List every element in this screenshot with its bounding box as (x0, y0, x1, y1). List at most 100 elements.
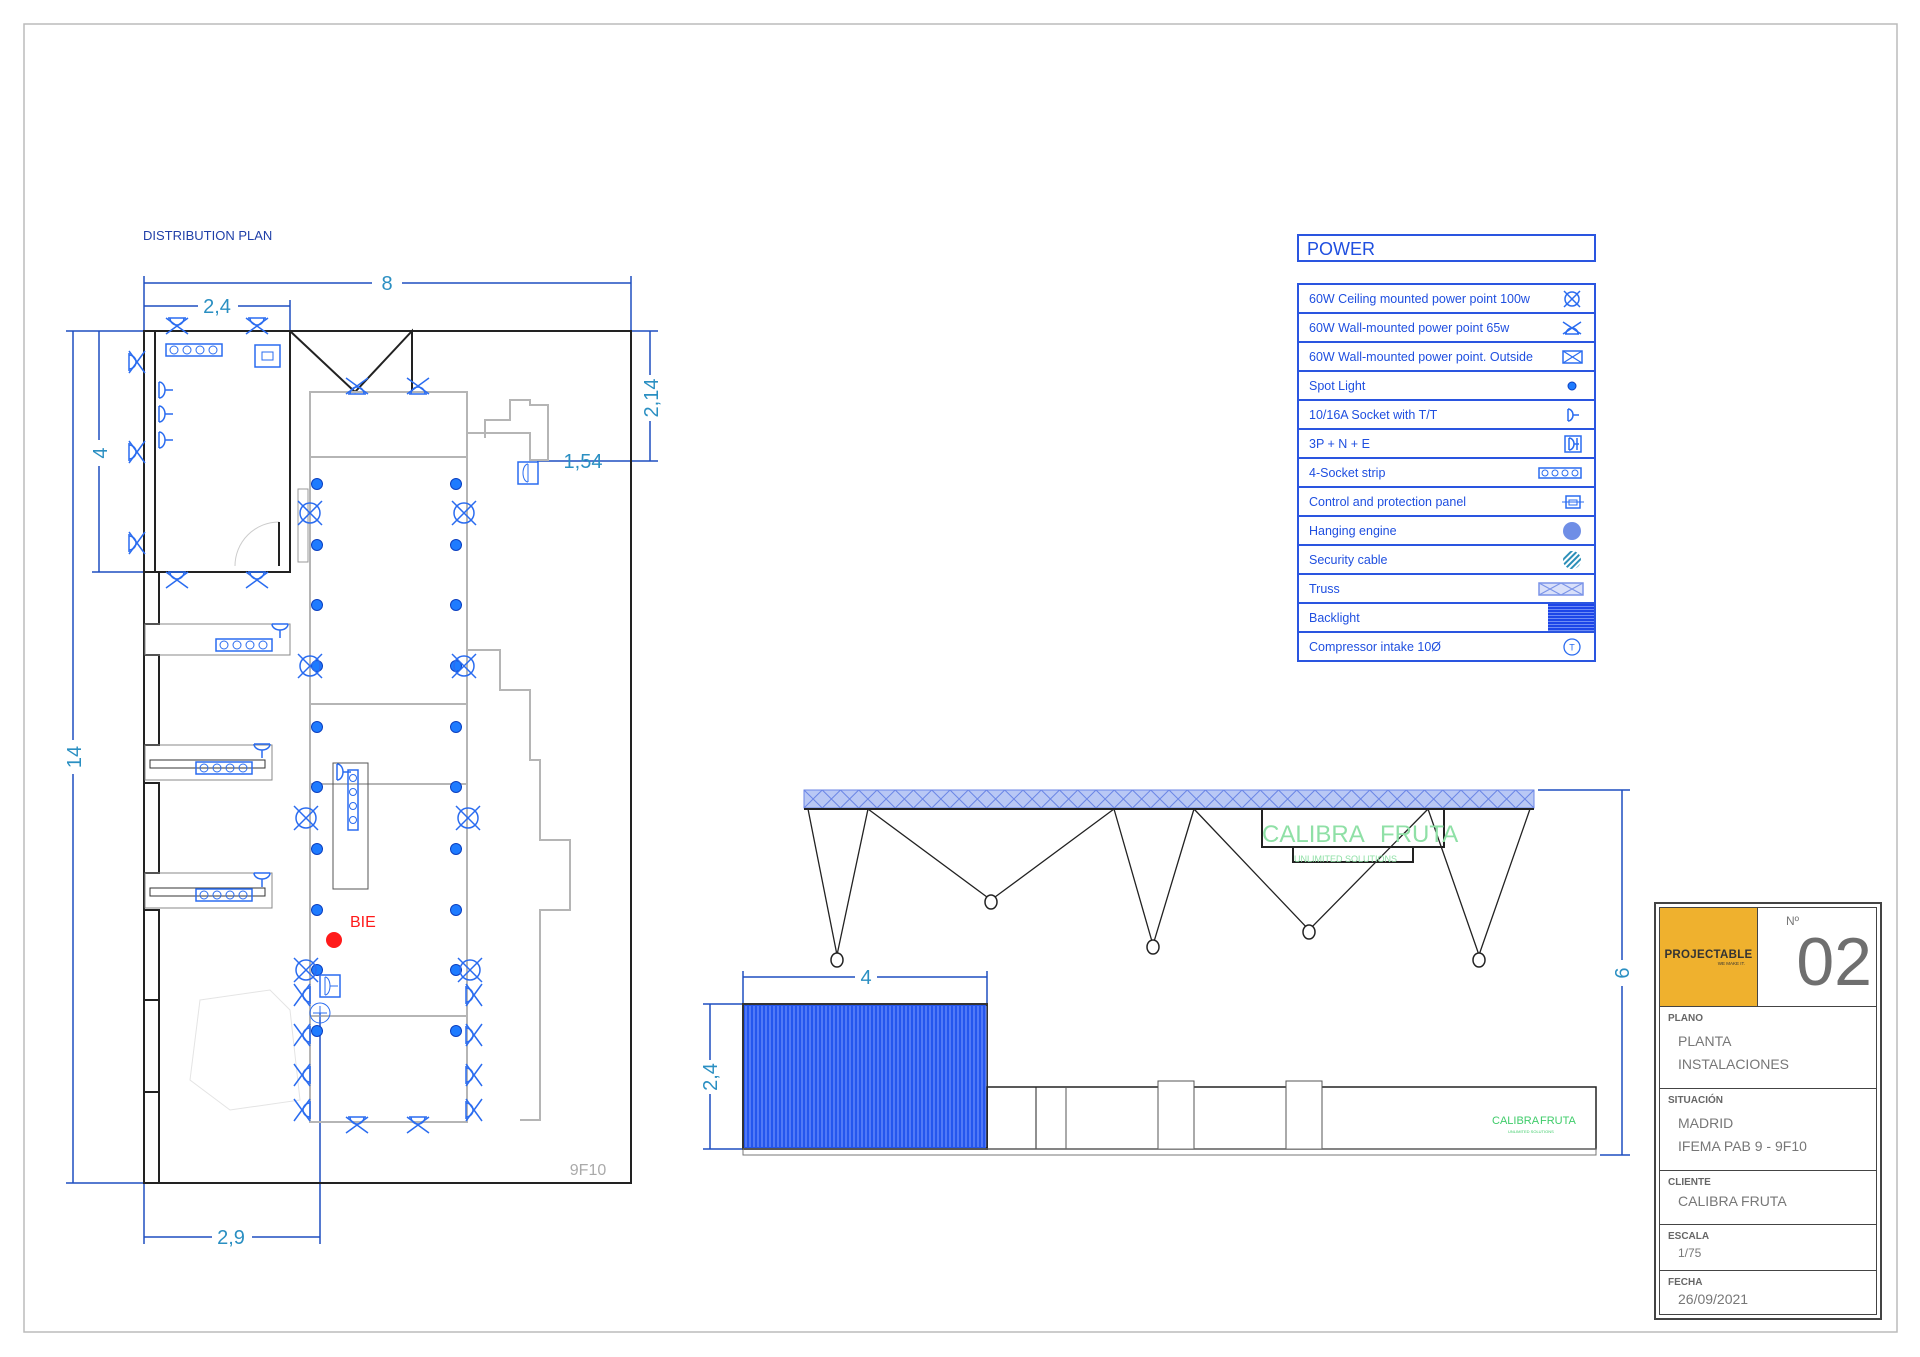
power-legend: POWER 60W Ceiling mounted power point 10… (1297, 234, 1596, 662)
legend-label: Control and protection panel (1309, 494, 1467, 509)
legend-title: POWER (1297, 234, 1596, 262)
company-logo: PROJECTABLE WE MAKE IT. (1660, 908, 1758, 1006)
truss-segment (1223, 789, 1243, 809)
compressor-intake-icon: T (1563, 637, 1581, 656)
title-block: PROJECTABLE WE MAKE IT. Nº 02 PLANO PLAN… (1654, 902, 1882, 1320)
dim-backlight-height: 2,4 (700, 1063, 722, 1091)
security-cable-icon (1563, 550, 1581, 569)
truss-segment (821, 789, 841, 809)
ceiling-power-point-icon (451, 653, 477, 679)
ceiling-power-point-icon (293, 805, 319, 831)
escala-value: 1/75 (1678, 1246, 1702, 1260)
lamp-icon (984, 894, 998, 910)
counter-logo-right: FRUTA (1540, 1115, 1577, 1127)
wall-power-point-icon (293, 983, 311, 1007)
number-label: Nº (1786, 914, 1800, 928)
spot-light-icon (311, 478, 323, 490)
hanging-lamps (830, 894, 1486, 968)
legend-table: 60W Ceiling mounted power point 100w 60W … (1297, 283, 1596, 662)
socket-icon (158, 381, 173, 399)
situacion-label: SITUACIÓN (1668, 1095, 1723, 1106)
escala-section: ESCALA 1/75 (1660, 1225, 1876, 1271)
wall-power-point-icon (465, 1063, 483, 1087)
legend-label: Truss (1309, 581, 1340, 596)
outside-power-point-icon (1562, 349, 1583, 364)
truss-segment (967, 789, 987, 809)
legend-label: Compressor intake 10Ø (1309, 639, 1442, 654)
wall-power-point-icon (293, 1098, 311, 1122)
legend-row: 3P + N + E (1299, 430, 1594, 459)
truss-segment (931, 789, 951, 809)
socket-icon (271, 623, 289, 638)
cliente-section: CLIENTE CALIBRA FRUTA (1660, 1171, 1876, 1225)
control-panel-icon (254, 344, 281, 368)
counter-logo: CALIBRA FRUTA UNLIMITED SOLUTIONS (1492, 1115, 1577, 1134)
dim-right-offset: 1,54 (564, 451, 603, 473)
spot-light-icon (450, 781, 462, 793)
socket-icon (253, 743, 271, 758)
truss-segment (1278, 789, 1298, 809)
sheet-border (23, 23, 1898, 1333)
legend-row: Truss (1299, 575, 1594, 604)
legend-row: 60W Ceiling mounted power point 100w (1299, 285, 1594, 314)
wall-power-point-icon (465, 1098, 483, 1122)
wall-power-point-icon (345, 377, 369, 395)
fecha-section: FECHA 26/09/2021 (1660, 1271, 1876, 1317)
legend-label: Hanging engine (1309, 523, 1397, 538)
legend-row: Compressor intake 10Ø T (1299, 633, 1594, 662)
legend-row: 60W Wall-mounted power point. Outside (1299, 343, 1594, 372)
control-panel-icon (1562, 494, 1584, 509)
escala-label: ESCALA (1668, 1231, 1710, 1242)
socket-strip-icon (347, 769, 359, 831)
truss-segment (1113, 789, 1133, 809)
spot-light-icon (311, 964, 323, 976)
fecha-label: FECHA (1668, 1277, 1703, 1288)
spot-light-icon (450, 721, 462, 733)
truss-segment (1040, 789, 1060, 809)
truss-segment (1332, 789, 1352, 809)
legend-row: Spot Light (1299, 372, 1594, 401)
wall-power-point-icon (406, 377, 430, 395)
truss-segment (894, 789, 914, 809)
legend-row: 10/16A Socket with T/T (1299, 401, 1594, 430)
three-phase-socket-icon (1564, 434, 1582, 453)
situacion-line: MADRID (1678, 1115, 1734, 1131)
legend-label: 60W Wall-mounted power point 65w (1309, 320, 1510, 335)
socket-icon (1567, 407, 1579, 422)
spot-light-icon (450, 843, 462, 855)
spot-light-icon (450, 599, 462, 611)
fire-hose-marker (326, 932, 342, 948)
wall-power-point-icon (165, 317, 189, 335)
cliente-label: CLIENTE (1668, 1177, 1711, 1188)
legend-label: Backlight (1309, 610, 1360, 625)
backlight-icon (1548, 604, 1594, 631)
wall-power-point-icon (345, 1116, 369, 1134)
truss-segment (1022, 789, 1042, 809)
situacion-line: IFEMA PAB 9 - 9F10 (1678, 1138, 1807, 1154)
legend-row: Security cable (1299, 546, 1594, 575)
hanging-sign-logo: CALIBRA FRUTA UNLIMITED SOLUTIONS (1262, 821, 1458, 864)
lamp-icon (830, 952, 844, 968)
socket-icon (336, 763, 351, 781)
bie-label: BIE (350, 914, 376, 931)
wall-power-point-icon (128, 440, 146, 464)
dim-office-depth: 4 (90, 447, 112, 458)
hanging-engine-icon (1563, 521, 1581, 540)
legend-row: 4-Socket strip (1299, 459, 1594, 488)
truss-segment (1095, 789, 1115, 809)
logo-name-left: CALIBRA (1262, 821, 1365, 848)
ceiling-power-point-icon (293, 957, 319, 983)
wall-power-point-icon (128, 350, 146, 374)
stand-outline (143, 330, 632, 1184)
compressor-intake-icon (309, 1002, 331, 1024)
office-room (143, 330, 291, 573)
truss-segment (986, 789, 1006, 809)
legend-label: Security cable (1309, 552, 1388, 567)
truss-segment (1405, 789, 1425, 809)
spot-light-icon (311, 843, 323, 855)
ceiling-power-point-icon (457, 957, 483, 983)
ceiling-power-point-icon (451, 500, 477, 526)
wall-power-point-icon (245, 317, 269, 335)
plan-dimensions: 8 2,4 14 4 2,14 1,54 2,9 (62, 272, 663, 1249)
plano-label: PLANO (1668, 1013, 1703, 1024)
